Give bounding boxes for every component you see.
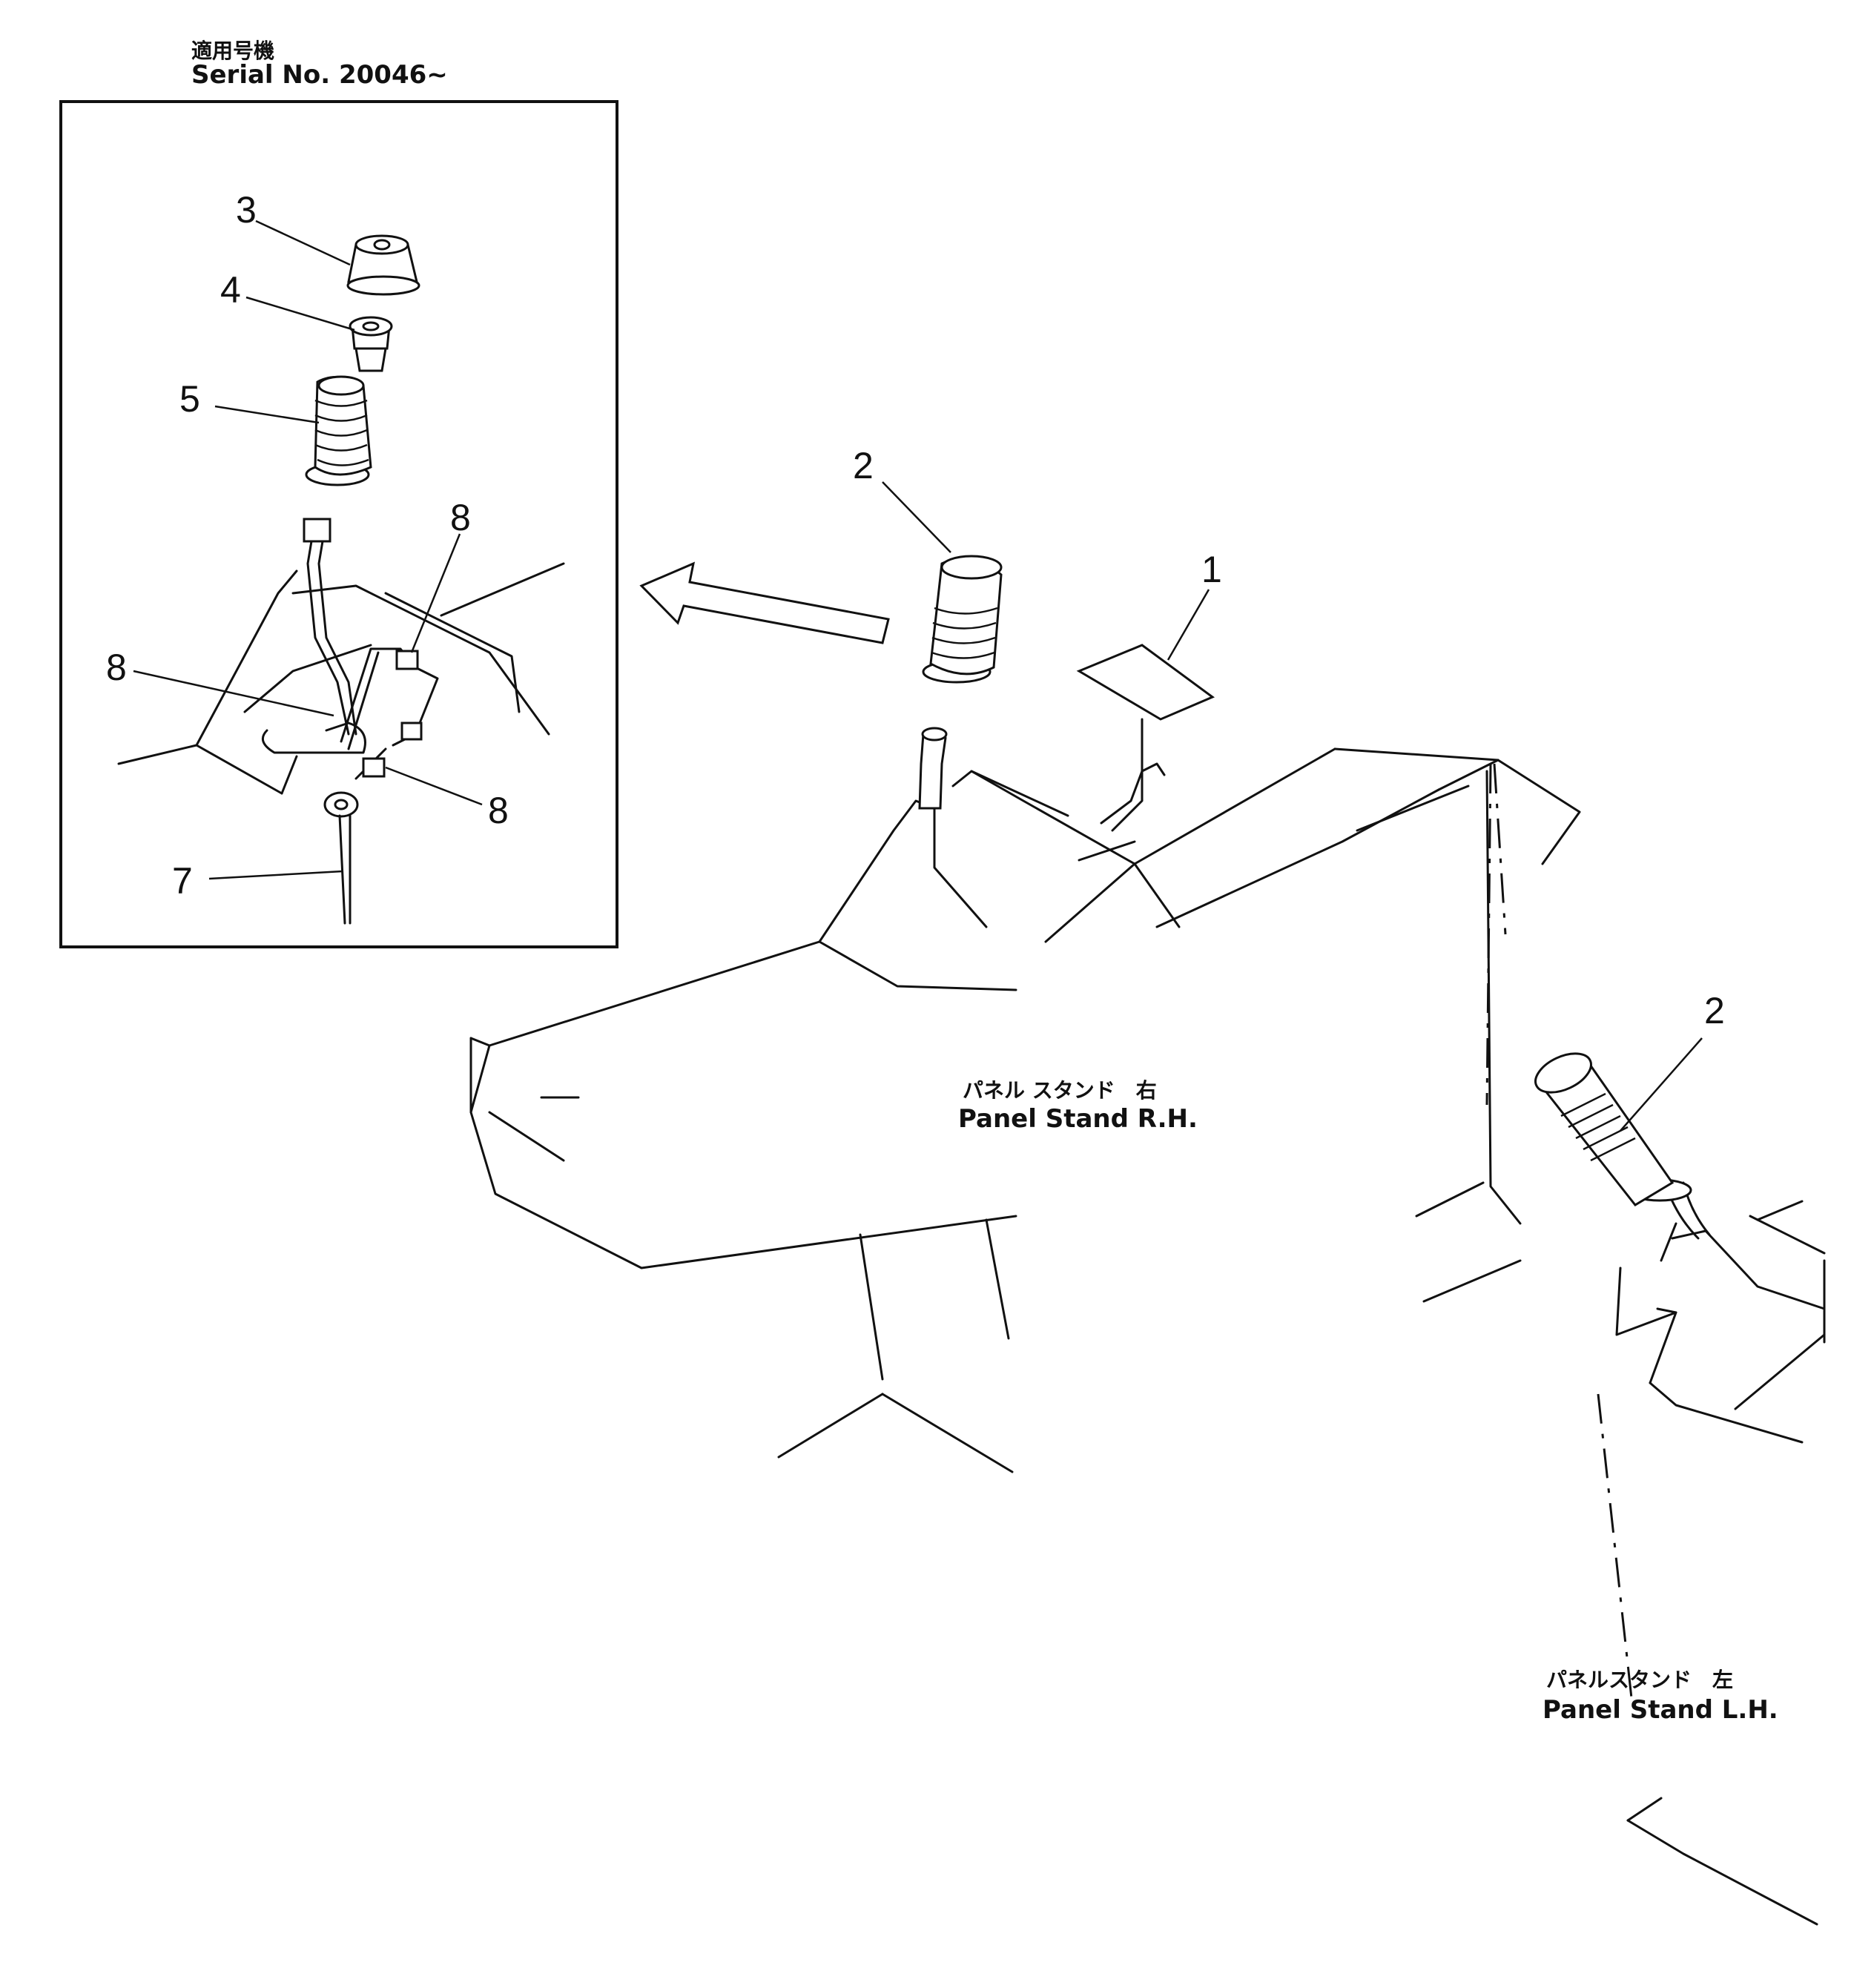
callout-6: 7 <box>172 860 193 902</box>
callout-5: 5 <box>179 378 200 420</box>
serial-header: 適用号機 Serial No. 20046~ <box>191 39 448 90</box>
callout-2-rh: 2 <box>853 445 874 486</box>
reference-arrow <box>639 561 890 644</box>
callout-4: 4 <box>220 269 241 311</box>
panel-stand-lh-label-en: Panel Stand L.H. <box>1543 1695 1778 1725</box>
detail-inset-drawing <box>117 234 565 925</box>
serial-label-jp: 適用号機 <box>191 39 274 63</box>
panel-stand-lh-drawing <box>1534 1052 1826 1926</box>
serial-label-en: Serial No. 20046~ <box>191 60 448 90</box>
inset-leaders <box>133 219 483 880</box>
panel-stand-rh-drawing <box>469 555 1581 1473</box>
callout-8-upper: 8 <box>450 497 471 538</box>
panel-stand-rh-label-jp: パネル スタンド 右 <box>963 1078 1157 1103</box>
inset-callouts: 3 4 5 8 8 8 7 <box>106 189 509 902</box>
panel-stand-lh-caption: パネルスタンド 左 Panel Stand L.H. <box>1543 1668 1778 1725</box>
main-leaders <box>882 481 1703 1132</box>
panel-stand-rh-caption: パネル スタンド 右 Panel Stand R.H. <box>958 1078 1198 1134</box>
panel-stand-lh-label-jp: パネルスタンド 左 <box>1546 1668 1733 1692</box>
callout-8-lower: 8 <box>488 790 509 831</box>
callout-7: 8 <box>106 647 127 688</box>
callout-2-lh: 2 <box>1704 990 1725 1031</box>
callout-3: 3 <box>236 189 257 231</box>
main-callouts: 2 1 2 <box>853 445 1725 1031</box>
detail-inset-frame <box>59 100 618 948</box>
panel-stand-rh-label-en: Panel Stand R.H. <box>958 1104 1198 1134</box>
callout-1: 1 <box>1201 549 1222 590</box>
